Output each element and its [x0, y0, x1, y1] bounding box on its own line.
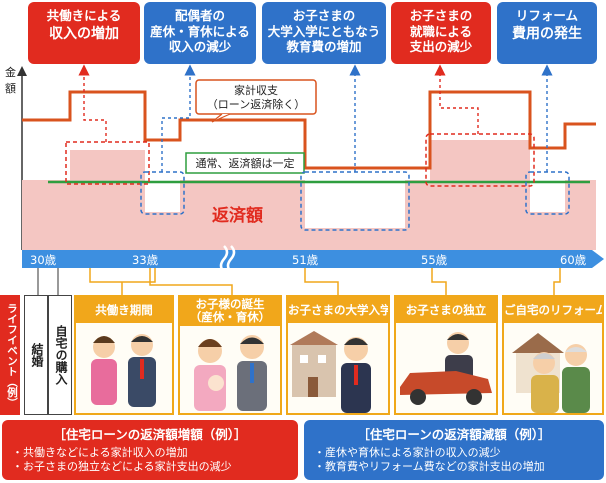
callout-line1: 家計収支: [234, 83, 278, 97]
timeline-bar: [22, 250, 604, 268]
age-55: 55歳: [421, 253, 448, 267]
event-line: 費用の発生: [512, 25, 582, 42]
increase-examples-box: ［住宅ローンの返済額増額（例）］ ・共働きなどによる家計収入の増加 ・お子さまの…: [2, 420, 298, 480]
panel-title-line2: （産休・育休）: [189, 310, 271, 324]
panel-home-reform: ご自宅のリフォーム: [502, 295, 604, 415]
age-51: 51歳: [292, 253, 319, 267]
timeline-break-mark: [219, 245, 236, 273]
event-line: 大学入学にともなう: [267, 23, 381, 39]
event-line: お子さまの: [292, 8, 356, 23]
graduate-illustration: [290, 331, 371, 413]
increase-item: ・お子さまの独立などによる家計支出の減少: [12, 460, 232, 473]
panel-child-birth: お子様の誕生（産休・育休）: [178, 295, 282, 415]
couple-illustration: [91, 334, 156, 407]
repayment-area: [22, 140, 596, 250]
event-education-box: お子さまの 大学入学にともなう 教育費の増加: [262, 2, 386, 64]
decrease-examples-box: ［住宅ローンの返済額減額（例）］ ・産休や育休による家計の収入の減少 ・教育費や…: [304, 420, 604, 480]
family-baby-illustration: [194, 335, 267, 411]
decrease-item: ・産休や育休による家計の収入の減少: [314, 446, 501, 459]
event-line: 収入の減少: [168, 39, 232, 55]
event-dual-income-box: 共働きによる 収入の増加: [28, 2, 140, 64]
panel-title-line1: お子様の誕生: [195, 297, 265, 311]
panel-title: お子さまの大学入学: [288, 297, 388, 323]
event-reform-box: リフォーム 費用の発生: [497, 2, 597, 64]
panel-title: 共働き期間: [76, 297, 172, 323]
event-line: 支出の減少: [409, 39, 473, 55]
household-callout: [195, 79, 317, 115]
event-child-job-box: お子さまの 就職による 支出の減少: [391, 2, 491, 64]
increase-item: ・共働きなどによる家計収入の増加: [12, 446, 188, 459]
y-axis-label-1: 金: [5, 65, 16, 79]
event-line: 就職による: [409, 23, 473, 39]
panel-title: お子さまの独立: [396, 297, 496, 323]
constant-label-box: [185, 152, 305, 174]
decrease-highlight-1: [140, 171, 185, 215]
life-event-label: ライフイベント（例）: [0, 295, 20, 415]
link-birth: [149, 268, 233, 295]
event-line: 教育費の増加: [286, 39, 362, 55]
constant-label: 通常、返済額は一定: [196, 156, 295, 170]
increase-highlight-2: [425, 133, 535, 187]
panel-university: お子さまの大学入学: [286, 295, 390, 415]
connector-dual-income: [78, 64, 107, 142]
event-line: 共働きによる: [46, 8, 122, 23]
panel-independence: お子さまの独立: [394, 295, 498, 415]
vertical-event-home-purchase: 自宅の購入: [48, 295, 72, 415]
age-30: 30歳: [30, 253, 57, 267]
y-axis-label-2: 額: [5, 82, 16, 95]
age-60: 60歳: [560, 253, 587, 267]
callout-pointer: [211, 113, 231, 123]
decrease-item: ・教育費やリフォーム費などの家計支出の増加: [314, 460, 545, 473]
connector-spouse-leave: [161, 64, 196, 172]
car-illustration: [400, 332, 492, 405]
increase-title: ［住宅ローンの返済額増額（例）］: [53, 427, 247, 442]
event-spouse-leave-box: 配偶者の 産休・育休による 収入の減少: [144, 2, 256, 64]
callout-line2: （ローン返済除く）: [207, 97, 305, 111]
vertical-event-marriage: 結婚: [24, 295, 48, 415]
y-axis-arrow: [17, 66, 27, 76]
link-university: [304, 268, 339, 295]
event-line: お子さまの: [409, 8, 473, 23]
connector-child-job: [434, 64, 479, 134]
event-line: 収入の増加: [49, 25, 119, 42]
bracket-dual: [89, 268, 156, 283]
event-line: 産休・育休による: [150, 23, 250, 39]
link-reform: [553, 268, 561, 295]
decrease-title: ［住宅ローンの返済額減額（例）］: [357, 427, 551, 442]
panel-title: お子様の誕生（産休・育休）: [180, 297, 280, 326]
decrease-highlight-2: [300, 171, 410, 231]
age-33: 33歳: [132, 253, 159, 267]
elderly-couple-illustration: [512, 333, 590, 413]
decrease-highlight-3: [525, 171, 570, 215]
repayment-label: 返済額: [212, 205, 263, 226]
event-line: リフォーム: [515, 8, 579, 23]
event-line: 配偶者の: [174, 8, 225, 23]
panel-dual-income: 共働き期間: [74, 295, 174, 415]
panel-title: ご自宅のリフォーム: [504, 297, 602, 323]
link-independence: [431, 268, 447, 295]
